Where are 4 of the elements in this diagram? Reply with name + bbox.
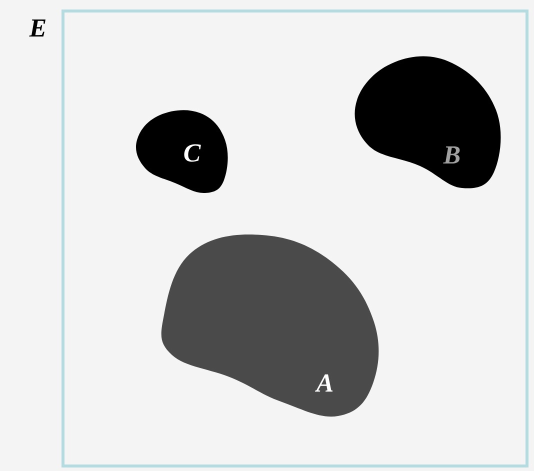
set-blob: C [136, 110, 228, 194]
set-blob: B [354, 56, 501, 188]
node-label: E [29, 19, 46, 37]
set-blob: A [161, 234, 379, 417]
